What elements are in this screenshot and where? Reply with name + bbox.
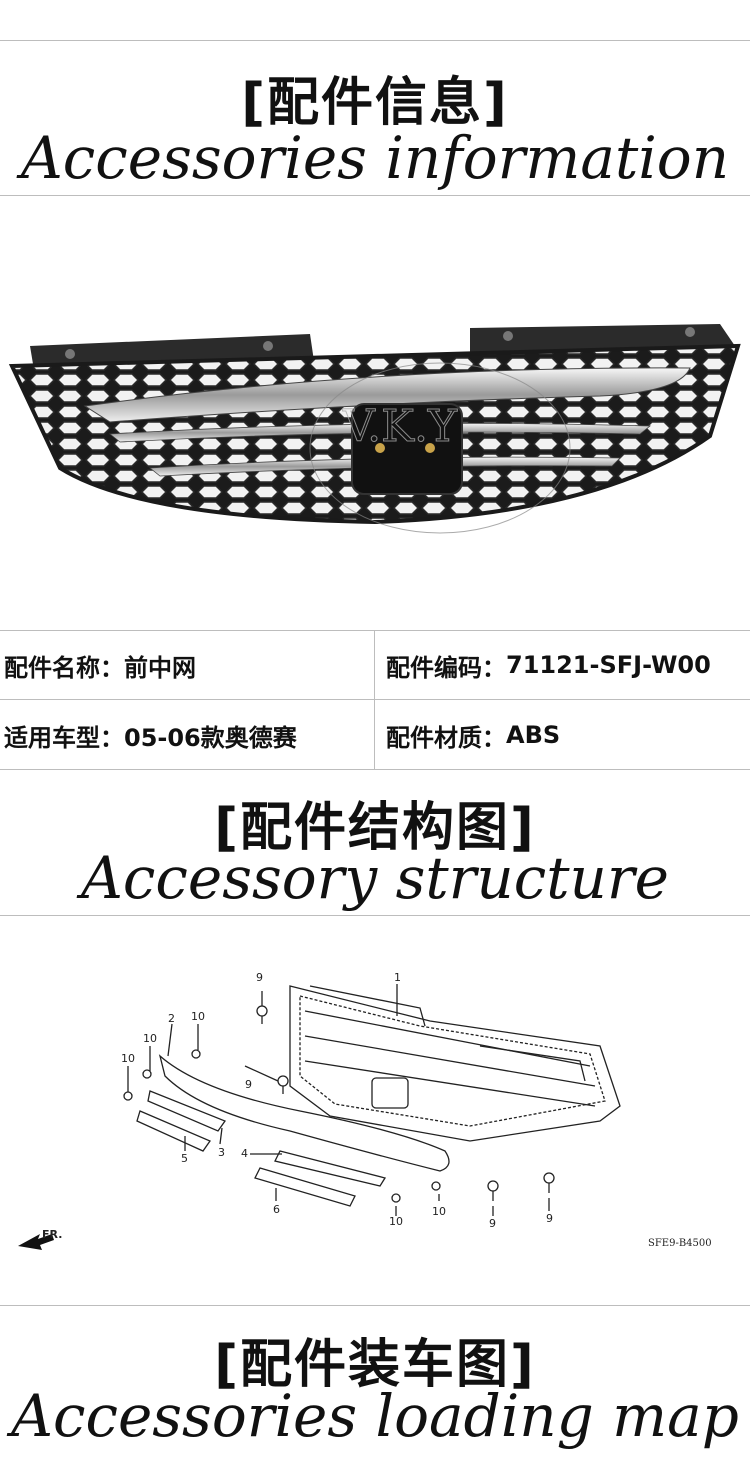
callout-6: 6 <box>273 1203 280 1216</box>
callout-10-e: 10 <box>432 1205 446 1218</box>
diagram-code: SFE9-B4500 <box>648 1238 712 1249</box>
callout-4: 4 <box>241 1147 248 1160</box>
info-divider <box>0 195 750 196</box>
info-cell-part-number: 配件编码：71121-SFJ-W00 <box>386 630 711 700</box>
callout-1: 1 <box>394 971 401 984</box>
table-top-border <box>0 630 750 631</box>
callout-9-top: 9 <box>256 971 263 984</box>
part-number-value: 71121-SFJ-W00 <box>506 651 711 679</box>
info-table: 配件名称：前中网 配件编码：71121-SFJ-W00 适用车型：05-06款奥… <box>0 630 750 770</box>
section-title-info-cn: [配件信息] <box>241 73 509 133</box>
vehicle-label: 适用车型： <box>4 723 124 752</box>
front-grille-illustration: V.K.Y <box>8 324 741 534</box>
info-cell-vehicle: 适用车型：05-06款奥德赛 <box>4 700 297 770</box>
part-number-label: 配件编码： <box>386 653 506 682</box>
info-cell-part-name: 配件名称：前中网 <box>4 630 196 700</box>
callout-9-bottom-a: 9 <box>489 1217 496 1230</box>
callout-10-c: 10 <box>121 1052 135 1065</box>
callout-9-bottom-b: 9 <box>546 1212 553 1225</box>
exploded-parts-diagram: 1 2 3 4 5 6 9 9 9 9 10 10 10 10 10 FR. S… <box>18 971 712 1250</box>
callout-9-left: 9 <box>245 1078 252 1091</box>
table-bottom-border <box>0 769 750 770</box>
structure-divider <box>0 915 750 916</box>
front-direction-label: FR. <box>42 1228 62 1241</box>
section-title-structure-en: Accessory structure <box>81 844 669 912</box>
info-cell-material: 配件材质：ABS <box>386 700 560 770</box>
callout-10-a: 10 <box>143 1032 157 1045</box>
callout-10-b: 10 <box>191 1010 205 1023</box>
callout-2: 2 <box>168 1012 175 1025</box>
callout-5: 5 <box>181 1152 188 1165</box>
section-title-info-en: Accessories information <box>20 124 730 192</box>
section-title-loading-en: Accessories loading map <box>11 1382 739 1450</box>
material-label: 配件材质： <box>386 723 506 752</box>
table-column-divider <box>374 630 375 770</box>
top-divider <box>0 40 750 41</box>
part-name-value: 前中网 <box>124 653 196 682</box>
watermark-text: V.K.Y <box>342 401 458 452</box>
material-value: ABS <box>506 721 561 749</box>
structure-diagram: 1 2 3 4 5 6 9 9 9 9 10 10 10 10 10 FR. S… <box>0 916 750 1306</box>
callout-3: 3 <box>218 1146 225 1159</box>
front-direction-arrow-icon <box>18 1234 54 1250</box>
part-name-label: 配件名称： <box>4 653 124 682</box>
section-title-loading-cn: [配件装车图] <box>214 1335 536 1395</box>
vehicle-value: 05-06款奥德赛 <box>124 723 297 752</box>
table-middle-border <box>0 699 750 700</box>
loading-top-divider <box>0 1305 750 1306</box>
product-photo: V.K.Y <box>0 196 750 630</box>
callout-10-d: 10 <box>389 1215 403 1228</box>
section-title-structure-cn: [配件结构图] <box>214 798 536 858</box>
